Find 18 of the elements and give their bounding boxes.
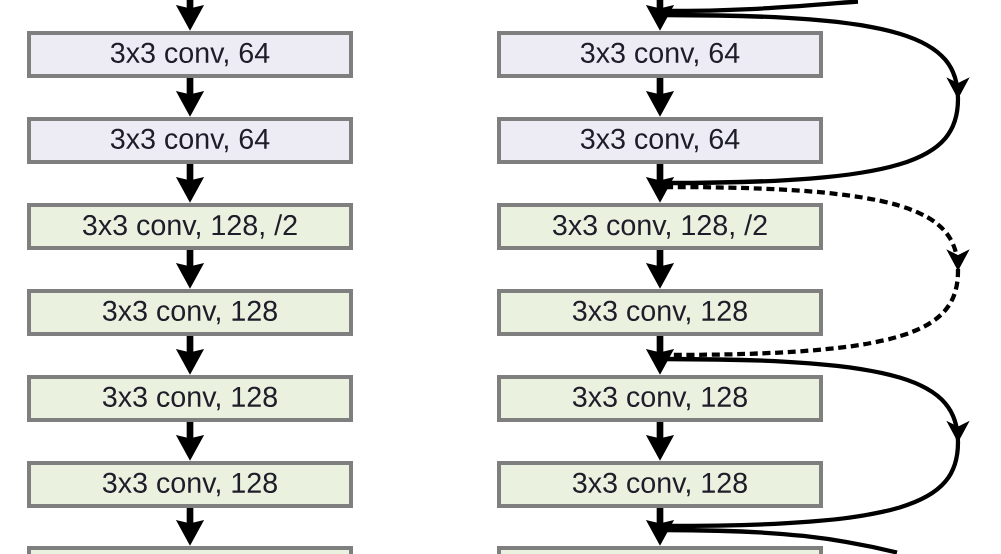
layer-box — [497, 546, 823, 554]
layer-box: 3x3 conv, 128, /2 — [497, 203, 823, 250]
layer-box: 3x3 conv, 64 — [497, 117, 823, 164]
layer-box: 3x3 conv, 128 — [497, 375, 823, 422]
layer-box: 3x3 conv, 128 — [27, 375, 353, 422]
curved-arrow — [665, 12, 970, 186]
layer-box: 3x3 conv, 64 — [27, 117, 353, 164]
curved-arrow — [665, 356, 970, 529]
layer-box: 3x3 conv, 64 — [497, 31, 823, 78]
layer-box: 3x3 conv, 128 — [497, 289, 823, 336]
dashed-curved-arrow — [665, 184, 970, 358]
curved-line — [665, 527, 898, 554]
layer-box: 3x3 conv, 128, /2 — [27, 203, 353, 250]
layer-box: 3x3 conv, 128 — [497, 461, 823, 508]
layer-box — [27, 546, 353, 554]
layer-box: 3x3 conv, 64 — [27, 31, 353, 78]
layer-box: 3x3 conv, 128 — [27, 461, 353, 508]
layer-box: 3x3 conv, 128 — [27, 289, 353, 336]
